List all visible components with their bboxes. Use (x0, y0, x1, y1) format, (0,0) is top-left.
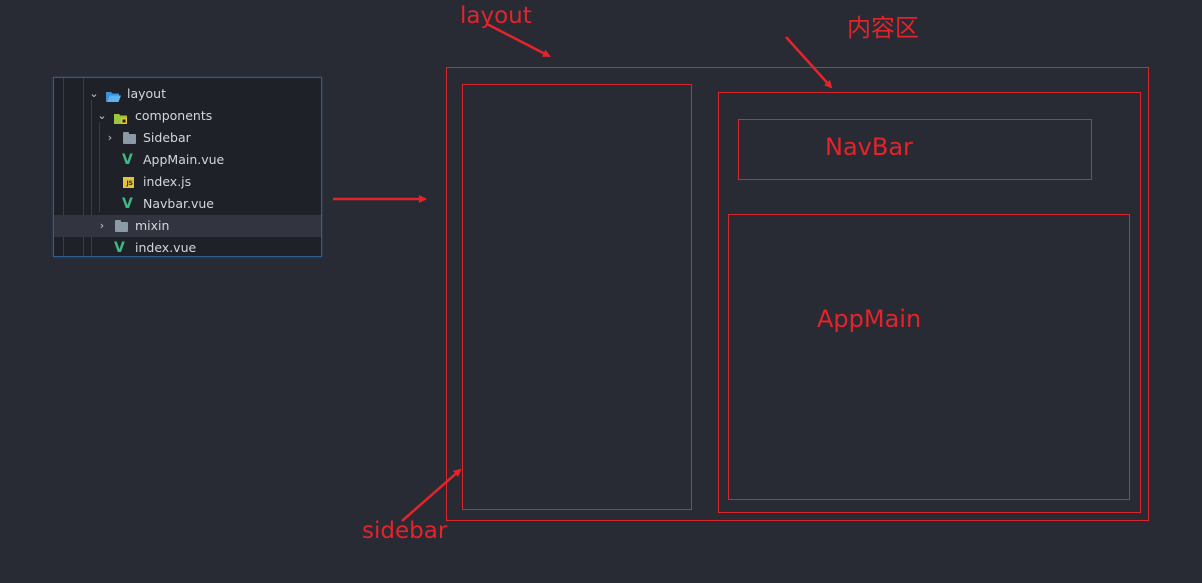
tree-indent-guide (63, 78, 64, 256)
js-file-icon: JS (123, 177, 134, 188)
tree-indent-guide (99, 122, 100, 212)
tree-item-label: index.js (143, 174, 192, 189)
tree-item-label: mixin (135, 218, 170, 233)
tree-item-label: AppMain.vue (143, 152, 225, 167)
content-area-label: 内容区 (847, 14, 919, 42)
tree-item-label: layout (127, 86, 167, 101)
chevron-down-icon: ⌄ (97, 109, 107, 122)
tree-item-sidebar[interactable]: › Sidebar (54, 127, 321, 149)
tree-item-label: index.vue (135, 240, 197, 255)
content-area-box (718, 92, 1141, 513)
sidebar-label: sidebar (362, 518, 448, 544)
tree-item-label: components (135, 108, 213, 123)
appmain-box (728, 214, 1130, 500)
folder-open-blue-icon (106, 88, 121, 102)
file-explorer-panel: ⌄ layout ⌄ components › Sidebar V AppMai… (53, 77, 322, 257)
chevron-down-icon: ⌄ (89, 87, 99, 100)
tree-item-label: Sidebar (143, 130, 191, 145)
appmain-label: AppMain (817, 305, 922, 333)
tree-item-label: Navbar.vue (143, 196, 214, 211)
tree-indent-guide (83, 78, 84, 256)
tree-item-index-vue[interactable]: V index.vue (54, 237, 321, 256)
tree-indent-guide (91, 100, 92, 256)
chevron-right-icon: › (99, 219, 105, 232)
sidebar-box (462, 84, 692, 510)
tree-item-mixin[interactable]: › mixin (54, 215, 321, 237)
vue-file-icon: V (122, 152, 133, 168)
navbar-box (738, 119, 1092, 180)
vue-file-icon: V (114, 240, 125, 256)
navbar-label: NavBar (825, 133, 913, 161)
tree-item-layout[interactable]: ⌄ layout (54, 83, 321, 105)
folder-components-icon (114, 110, 128, 124)
chevron-right-icon: › (107, 131, 113, 144)
tree-item-appmain-vue[interactable]: V AppMain.vue (54, 149, 321, 171)
vue-file-icon: V (122, 196, 133, 212)
folder-icon (115, 220, 128, 232)
tree-item-navbar-vue[interactable]: V Navbar.vue (54, 193, 321, 215)
tree-item-components[interactable]: ⌄ components (54, 105, 321, 127)
layout-label: layout (460, 3, 532, 29)
folder-icon (123, 132, 136, 144)
tree-item-index-js[interactable]: JS index.js (54, 171, 321, 193)
